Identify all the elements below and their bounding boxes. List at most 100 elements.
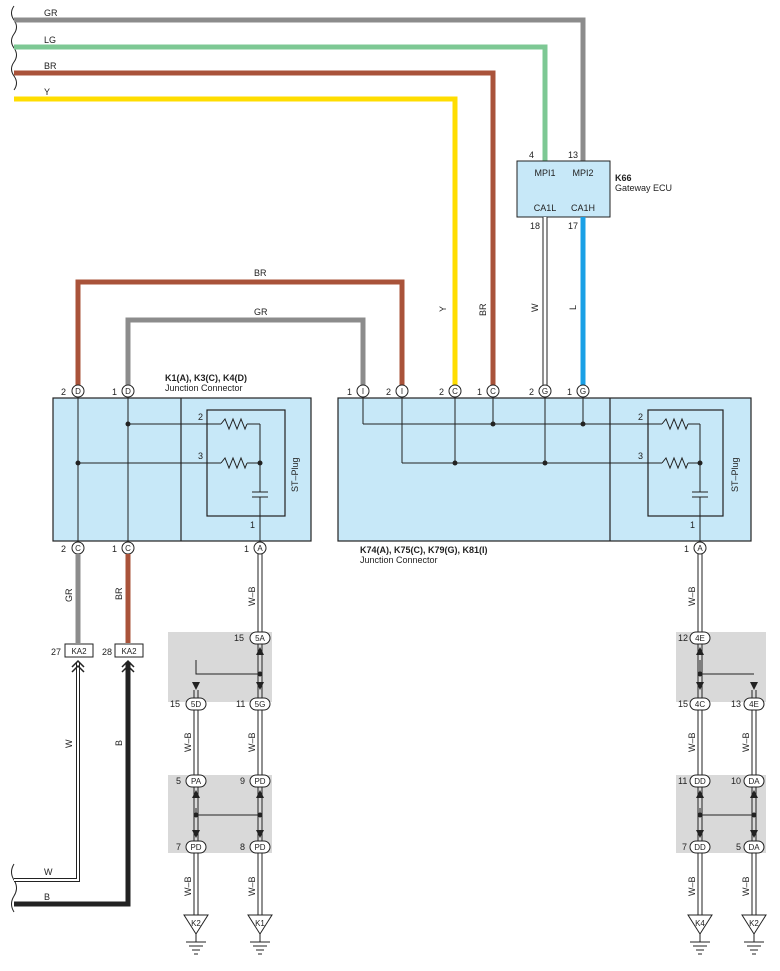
splice-pa[interactable] [185, 774, 207, 788]
ecu-pin-ca1l-num: 18 [530, 221, 540, 231]
ecu-pin-mpi1-name: MPI1 [534, 168, 555, 178]
splice-5d[interactable] [185, 697, 207, 711]
jc-left-top-pin-2-num: 2 [61, 387, 66, 397]
jc-left-top-pin-1-d[interactable] [121, 384, 135, 398]
gateway-ecu[interactable]: 4 13 MPI1 MPI2 CA1L CA1H 18 17 K66 Gatew… [516, 150, 672, 231]
ka2-27-box [64, 643, 94, 658]
splice-pd9[interactable] [249, 774, 271, 788]
jc-left-plug-label: ST–Plug [290, 457, 300, 492]
ecu-pin-mpi2-name: MPI2 [572, 168, 593, 178]
ground-k2-left-icon [183, 914, 209, 955]
wire-label-w-ecu: W [530, 303, 540, 312]
jc-left-bottom-pin-1-a[interactable] [253, 541, 267, 555]
jc-right-top-pin-1-i[interactable] [356, 384, 370, 398]
jc-right-top-pin-2-g[interactable] [538, 384, 552, 398]
splice-bg-dd [676, 775, 766, 853]
wire-label-gr: GR [44, 8, 58, 18]
wire-label-gr-down: GR [64, 588, 74, 602]
wire-label-wb-5: W–B [247, 876, 257, 896]
splice-4e12[interactable] [689, 631, 711, 645]
wire-label-wb-1: W–B [247, 586, 257, 606]
wire-label-w-bottom: W [44, 867, 53, 877]
splice-4c-code: 4C [695, 700, 705, 709]
splice-dd11-num: 11 [678, 776, 687, 786]
wire-lg-top [14, 44, 548, 161]
wire-label-wb-10: W–B [741, 876, 751, 896]
splice-pd7[interactable] [185, 840, 207, 854]
jc-right-top-pin-i2-code: I [401, 387, 403, 396]
jc-left-top-pin-1-num: 1 [112, 387, 117, 397]
wire-label-lg: LG [44, 35, 56, 45]
ecu-can-wires [542, 217, 586, 385]
splice-4e13[interactable] [743, 697, 765, 711]
jc-left-inner-pin-3: 3 [198, 451, 203, 461]
junction-connector-left[interactable]: 2 3 1 ST–Plug K1(A), K3(C), K4(D) Juncti… [52, 373, 312, 555]
jc-left-bottom-pin-a-num: 1 [244, 544, 249, 554]
splice-pd7-num: 7 [176, 842, 181, 852]
jc-right-top-pin-c2-num: 2 [439, 387, 444, 397]
splice-arrows [192, 647, 758, 838]
ecu-id: K66 [615, 173, 632, 183]
jc-left-top-pin-2-code: D [75, 387, 81, 396]
jc-left-id: K1(A), K3(C), K4(D) [165, 373, 247, 383]
splice-dd11-code: DD [694, 777, 706, 786]
splice-5a-code: 5A [255, 634, 265, 643]
splice-5a-num: 15 [234, 633, 244, 643]
splice-5a[interactable] [249, 631, 271, 645]
jc-right-top-pin-1-g[interactable] [576, 384, 590, 398]
junction-connector-right[interactable]: 2 3 1 ST–Plug K74(A), K75(C), K79(G), K8… [337, 384, 752, 565]
wire-label-b-bottom: B [44, 892, 50, 902]
wire-gr-loop [125, 317, 366, 385]
jc-right-top-pin-2-i[interactable] [395, 384, 409, 398]
splice-dd7[interactable] [689, 840, 711, 854]
jc-right-top-pin-2-c[interactable] [448, 384, 462, 398]
wire-label-gr-loop: GR [254, 307, 268, 317]
splice-5g[interactable] [249, 697, 271, 711]
jc-right-top-pin-1-c[interactable] [486, 384, 500, 398]
splice-pd8-num: 8 [240, 842, 245, 852]
splice-dd7-num: 7 [682, 842, 687, 852]
splice-da10-num: 10 [731, 776, 741, 786]
splice-4c-num: 15 [678, 699, 688, 709]
jc-left-bottom-pin-1-code: C [125, 544, 131, 553]
splice-4c[interactable] [689, 697, 711, 711]
wire-w-bottom [14, 662, 80, 882]
wire-break-marks [11, 5, 17, 913]
ka2-connectors[interactable]: 27 KA2 28 KA2 [51, 643, 144, 673]
wire-label-wb-4: W–B [183, 876, 193, 896]
splice-5d-num: 15 [170, 699, 180, 709]
jc-right-bottom-pin-1-a[interactable] [693, 541, 707, 555]
splice-da5[interactable] [743, 840, 765, 854]
jc-right-top-pin-c2-code: C [452, 387, 458, 396]
splice-dd11[interactable] [689, 774, 711, 788]
jc-right-top-pin-c1-code: C [490, 387, 496, 396]
ground-points: K2 K1 K4 K2 [183, 914, 767, 955]
splice-da5-num: 5 [736, 842, 741, 852]
splice-da10[interactable] [743, 774, 765, 788]
top-harness-wires [14, 17, 586, 385]
jc-right-top-pin-g2-num: 2 [529, 387, 534, 397]
ka2-28-num: 28 [102, 647, 112, 657]
jc-right-bottom-pin-a-num: 1 [684, 544, 689, 554]
splice-4e13-code: 4E [749, 700, 759, 709]
jc-left-top-pin-1-code: D [125, 387, 131, 396]
jc-right-name: Junction Connector [360, 555, 438, 565]
ka2-27-code: KA2 [71, 647, 87, 656]
splice-5g-num: 11 [236, 699, 245, 709]
jc-left-top-pin-2-d[interactable] [71, 384, 85, 398]
jc-left-bottom-pin-a-code: A [257, 544, 263, 553]
jc-right-id: K74(A), K75(C), K79(G), K81(I) [360, 545, 488, 555]
ground-k2-right-label: K2 [749, 919, 759, 928]
ecu-pin-ca1l-name: CA1L [534, 203, 557, 213]
wire-label-b-vert: B [114, 740, 124, 746]
splice-bg-4e [676, 632, 766, 702]
left-lower-wires [14, 554, 131, 907]
splice-5d-code: 5D [191, 700, 201, 709]
splice-dots [193, 671, 757, 818]
splice-pd8[interactable] [249, 840, 271, 854]
splice-4e12-num: 12 [678, 633, 688, 643]
wire-label-y-drop: Y [438, 306, 448, 312]
splice-4e12-code: 4E [695, 634, 705, 643]
splice-pa-num: 5 [176, 776, 181, 786]
wire-label-wb-8: W–B [741, 732, 751, 752]
